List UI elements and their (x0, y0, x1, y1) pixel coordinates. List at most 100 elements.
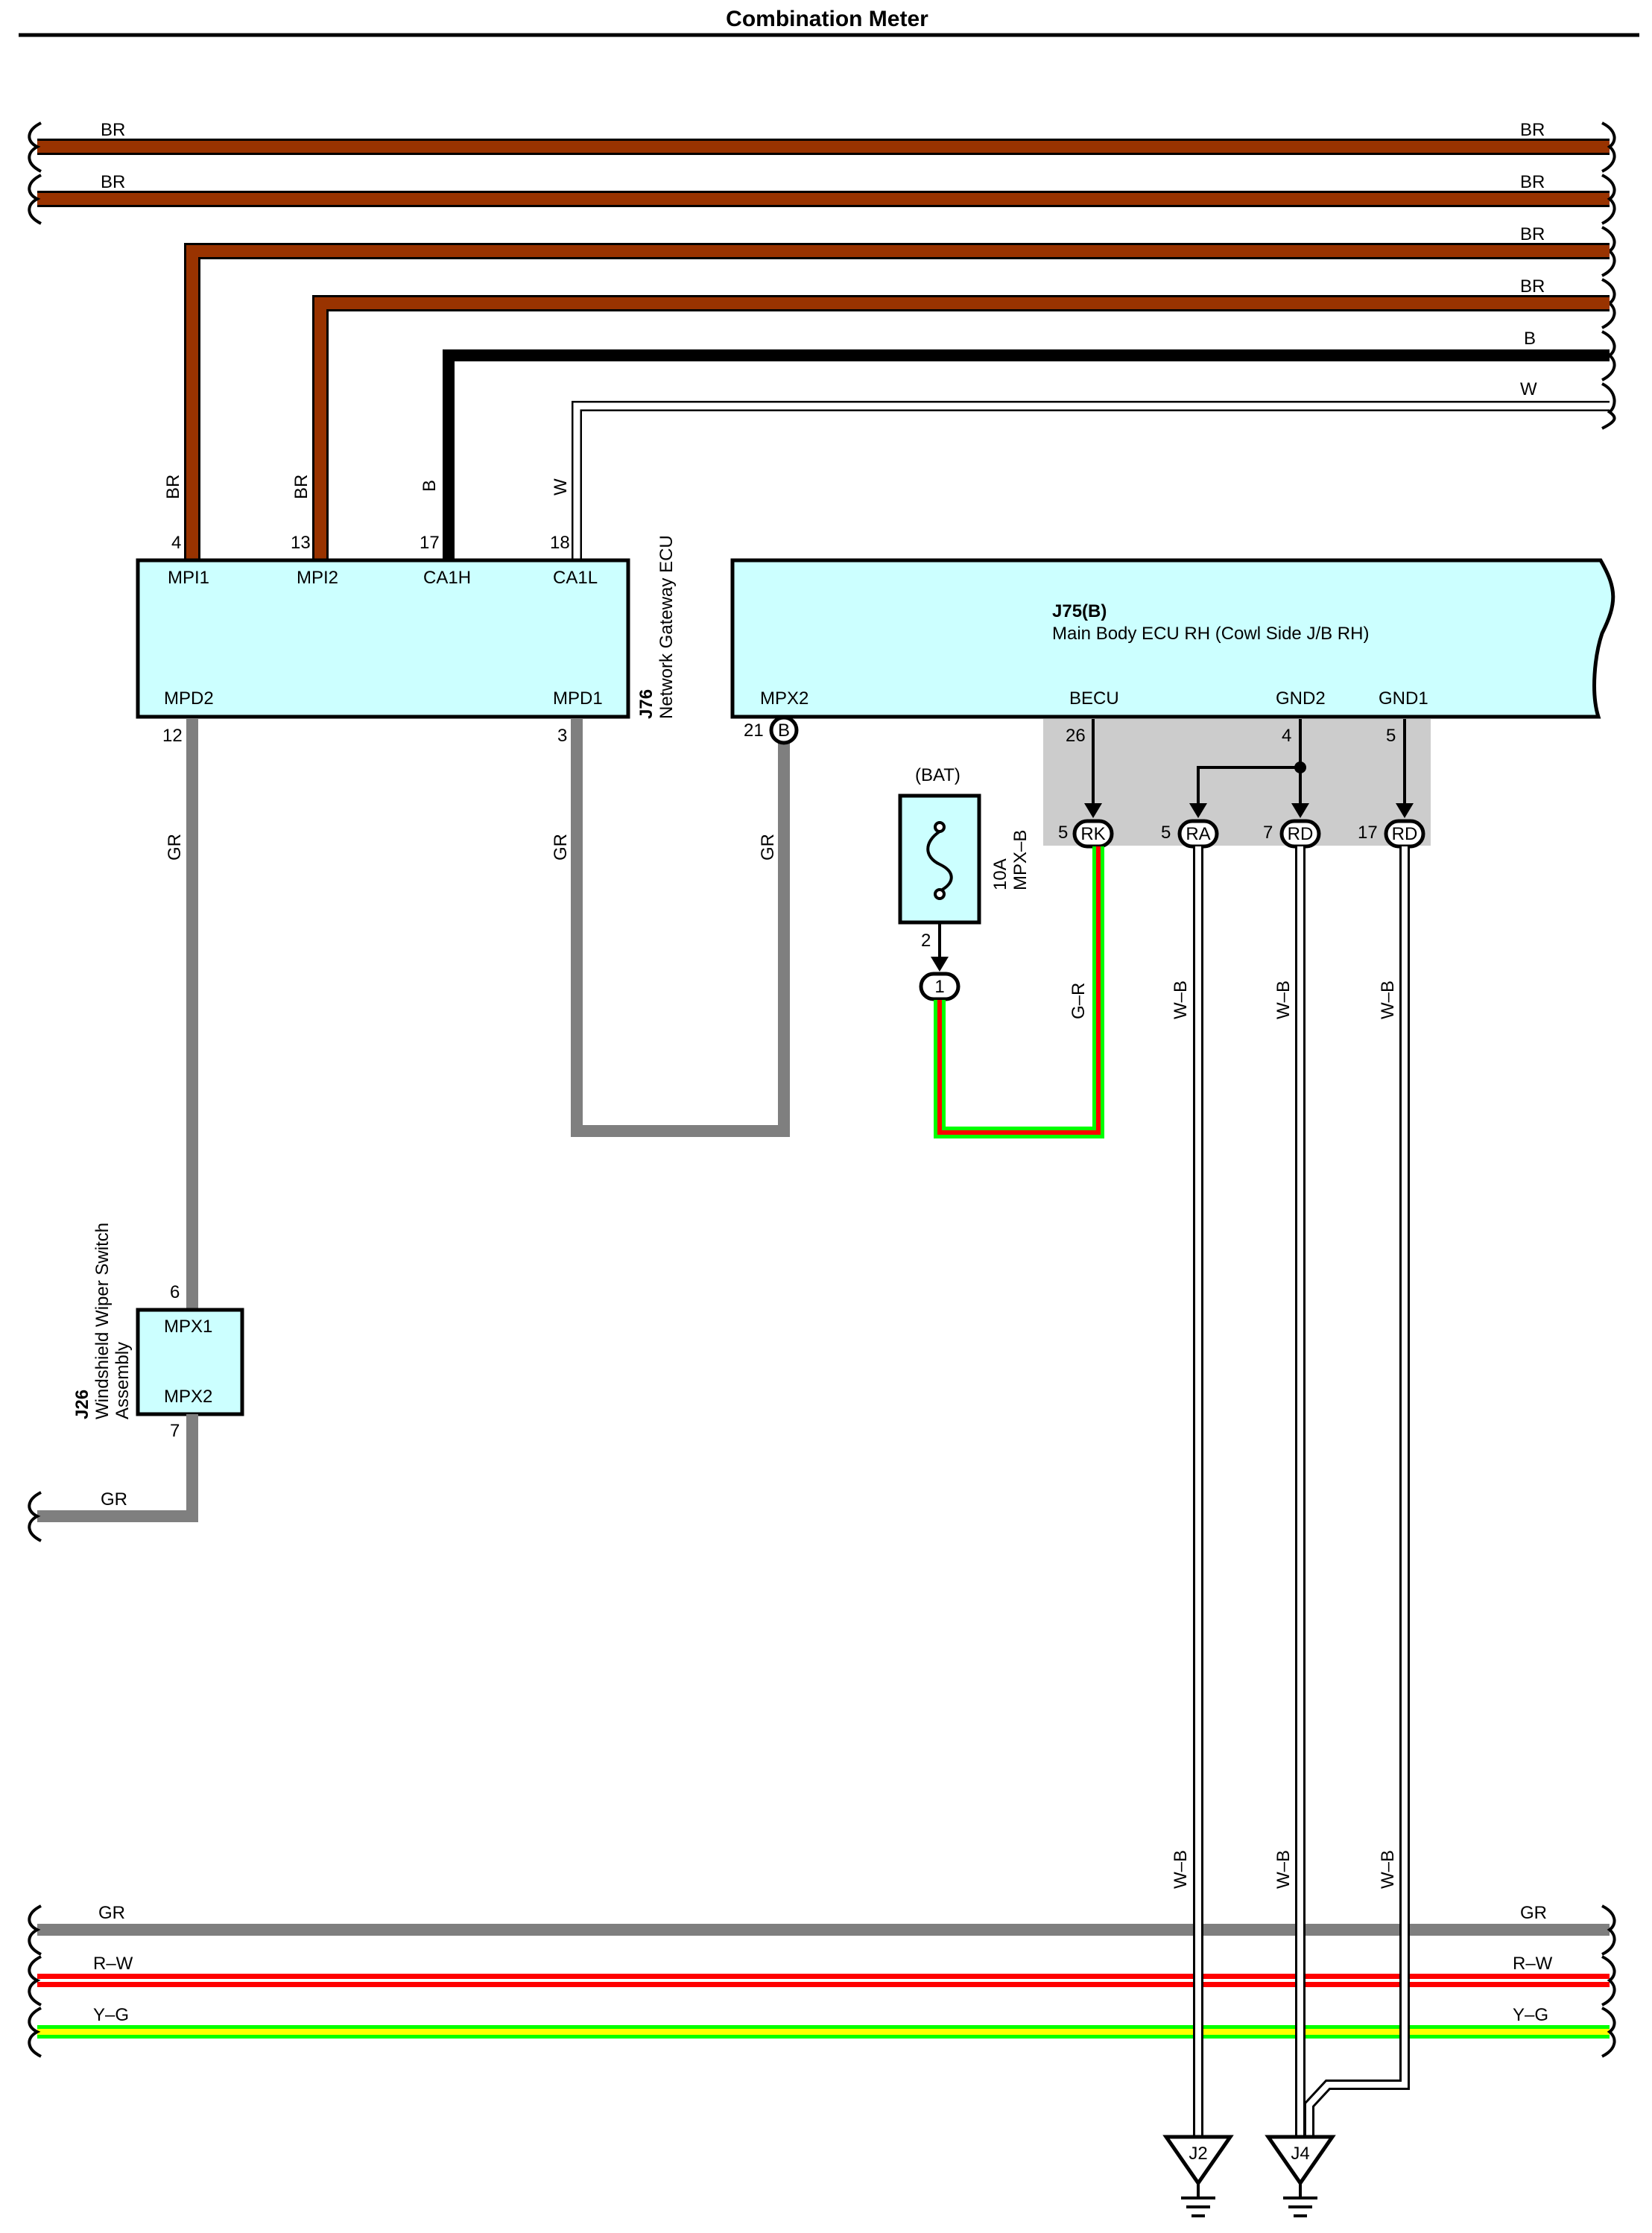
bottom-label-gr-right: GR (1520, 1903, 1547, 1923)
gnd2-pin-num: 4 (1282, 726, 1291, 746)
fuse-rating: 10A (990, 858, 1010, 890)
wire-label-br-1-right: BR (1520, 120, 1545, 140)
wire-label-wb-3: W–B (1378, 981, 1398, 1019)
fuse-pin-num: 2 (921, 931, 931, 951)
gnd1-pin-num: 5 (1386, 726, 1396, 746)
wire-label-br-1-left: BR (101, 120, 125, 140)
body-ecu-pin-becu: BECU (1069, 688, 1119, 709)
gateway-name: Network Gateway ECU (656, 535, 677, 719)
wire-gr-mpd1-mpx2 (571, 719, 790, 1137)
diagram-title: Combination Meter (726, 7, 928, 31)
wire-label-br-2-left: BR (101, 172, 125, 192)
junction-num-rd-7: 7 (1263, 823, 1273, 843)
wire-w-ca1l (572, 401, 1610, 560)
junction-label-rd-7: RD (1288, 824, 1314, 844)
junction-connectors: 5 RK 5 RA 7 RD 17 RD (1058, 819, 1425, 849)
wire-label-br-2-right: BR (1520, 172, 1545, 192)
fuse-icon (926, 821, 953, 900)
wire-wb-rd-17 (1304, 846, 1410, 2138)
wire-label-gr-mpx2: GR (758, 834, 778, 861)
wiper-code: J26 (72, 1390, 92, 1419)
mpx2-pin-num: 21 (744, 720, 764, 741)
body-ecu-pin-mpx2: MPX2 (760, 688, 808, 709)
wire-b-ca1h (443, 349, 1610, 560)
wiper-switch-box (136, 1308, 244, 1416)
gateway-pin-num-3: 3 (557, 726, 567, 746)
junction-num-rk: 5 (1058, 823, 1068, 843)
wiper-name-1: Windshield Wiper Switch (92, 1223, 113, 1419)
mpx2-connector-label: B (778, 720, 790, 741)
wire-label-w-right: W (1520, 379, 1537, 399)
wire-label-b-ca1h: B (420, 480, 440, 492)
wire-label-b-right: B (1524, 329, 1536, 349)
wiper-pin-mpx1: MPX1 (164, 1317, 212, 1337)
wiper-pin-num-6: 6 (170, 1282, 180, 1302)
gateway-pin-mpi1: MPI1 (168, 568, 209, 588)
ground-point-j2 (1162, 2135, 1234, 2217)
gateway-pin-num-12: 12 (162, 726, 183, 746)
gateway-pin-num-18: 18 (550, 533, 570, 553)
fuse-source: (BAT) (915, 765, 960, 785)
wire-label-br-mpi2: BR (291, 475, 311, 499)
wire-label-w-ca1l: W (551, 478, 571, 495)
becu-pin-num: 26 (1066, 726, 1086, 746)
body-ecu-box (730, 558, 1615, 719)
wire-wb-crossings (1193, 1915, 1410, 2045)
junction-num-ra: 5 (1161, 823, 1171, 843)
mpx2-connector (769, 715, 799, 745)
fuse-name: MPX–B (1010, 830, 1031, 890)
wiper-pin-mpx2: MPX2 (164, 1387, 212, 1407)
break-marks-top-right (1601, 121, 1616, 430)
wire-g-r (934, 846, 1104, 1138)
internal-wires (1092, 719, 1406, 808)
fuse-box (898, 794, 981, 925)
body-ecu-pin-gnd1: GND1 (1379, 688, 1428, 709)
gateway-pin-mpd1: MPD1 (553, 688, 603, 709)
wire-label-gr-left: GR (165, 834, 185, 861)
wire-label-g-r: G–R (1069, 983, 1089, 1019)
gateway-pin-num-13: 13 (291, 533, 311, 553)
gateway-pin-ca1l: CA1L (553, 568, 598, 588)
ground-label-j4: J4 (1291, 2144, 1309, 2164)
wire-gr-wiper-out (37, 1414, 198, 1522)
wiper-pin-num-7: 7 (170, 1421, 180, 1441)
wire-label-wb-4: W–B (1171, 1850, 1191, 1889)
junction-label-ra: RA (1186, 824, 1210, 844)
gateway-code: J76 (636, 689, 656, 719)
body-ecu-name: Main Body ECU RH (Cowl Side J/B RH) (1052, 624, 1369, 644)
bottom-label-rw-right: R–W (1513, 1954, 1553, 1974)
wire-label-gr-bottom-left: GR (101, 1489, 127, 1510)
gnd-splice-dot (1294, 761, 1306, 773)
ground-label-j2: J2 (1189, 2144, 1207, 2164)
gateway-pin-mpi2: MPI2 (297, 568, 338, 588)
junction-label-rd-17: RD (1392, 824, 1418, 844)
ground-point-j4 (1265, 2135, 1336, 2217)
bottom-label-gr-left: GR (98, 1903, 125, 1923)
gateway-pin-ca1h: CA1H (423, 568, 471, 588)
break-marks-bottom (28, 1904, 1616, 2058)
wire-label-wb-2: W–B (1273, 981, 1294, 1019)
wiper-name-2: Assembly (113, 1342, 133, 1419)
gateway-pin-num-4: 4 (171, 533, 181, 553)
break-mark-wiper (28, 1491, 42, 1542)
wire-br-mpi2 (312, 295, 1610, 560)
gateway-ecu-box (136, 558, 630, 719)
wire-label-wb-1: W–B (1171, 981, 1191, 1019)
wire-label-gr-mid: GR (551, 834, 571, 861)
junction-num-rd-17: 17 (1358, 823, 1378, 843)
body-ecu-pin-gnd2: GND2 (1276, 688, 1326, 709)
wire-label-br-mpi1: BR (163, 475, 183, 499)
gateway-pin-mpd2: MPD2 (164, 688, 214, 709)
fuse-connector (919, 972, 960, 1001)
wire-label-br-4-right: BR (1520, 276, 1545, 297)
wire-label-wb-6: W–B (1378, 1850, 1398, 1889)
junction-label-rk: RK (1080, 824, 1105, 844)
wire-label-wb-5: W–B (1273, 1850, 1294, 1889)
wire-br-mpi1 (184, 243, 1610, 560)
wire-label-br-3-right: BR (1520, 224, 1545, 244)
fuse-arrow (931, 957, 949, 972)
body-ecu-code: J75(B) (1052, 601, 1107, 621)
break-marks-top-left (28, 121, 42, 225)
bottom-label-rw-left: R–W (93, 1954, 133, 1974)
